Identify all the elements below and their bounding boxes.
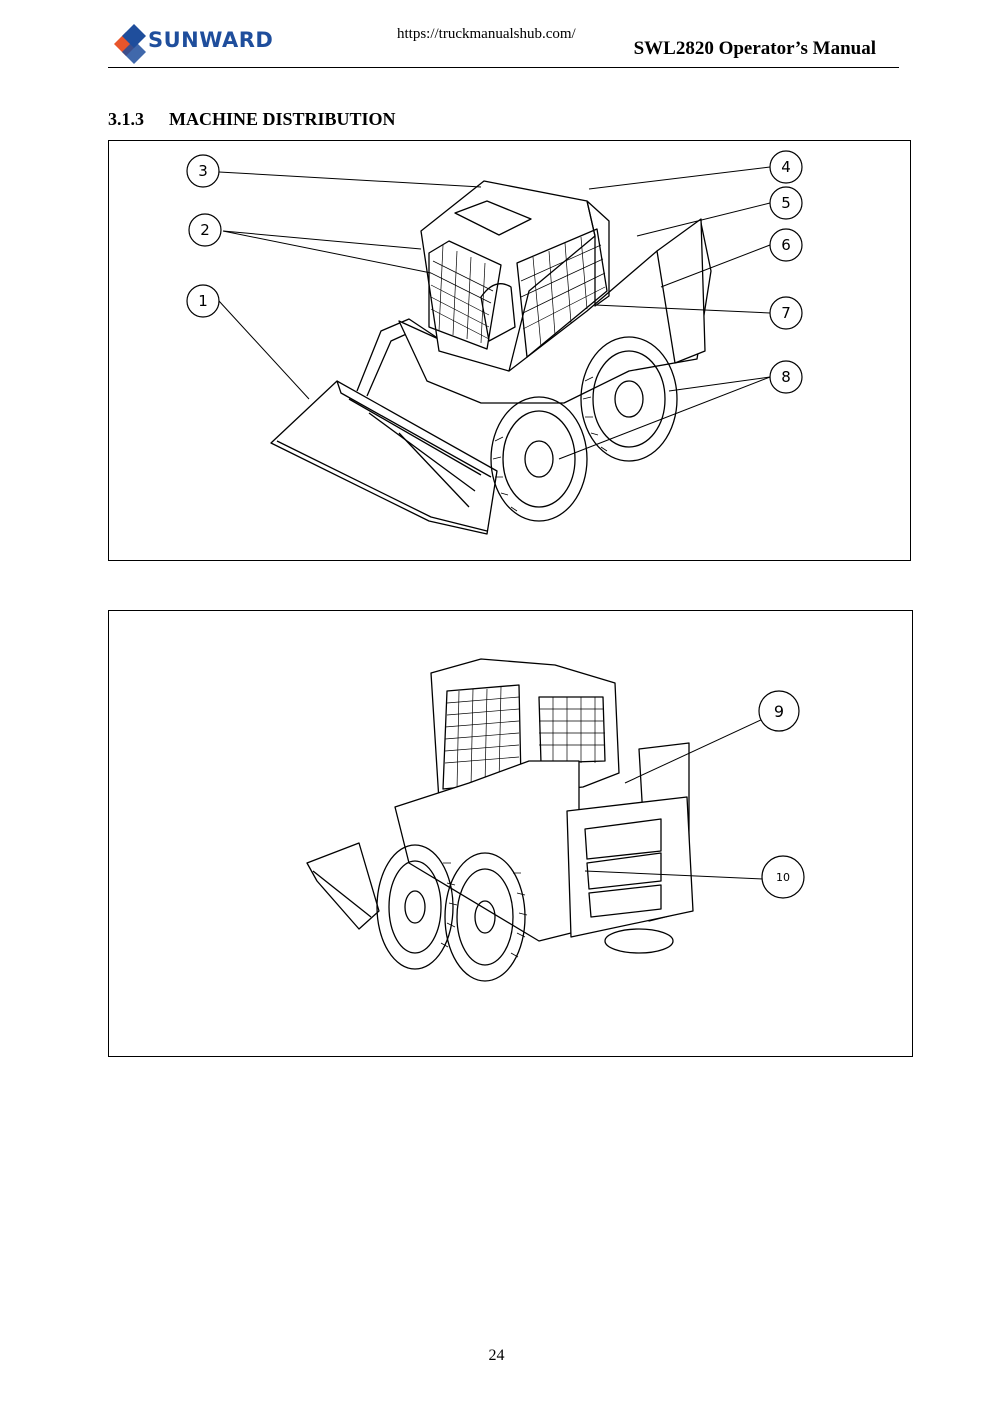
- figure-front-view: 1 2 3 4 5 6 7 8: [108, 140, 911, 561]
- figure-rear-view: 9 10: [108, 610, 913, 1057]
- svg-text:5: 5: [781, 194, 791, 212]
- brand-name: SUNWARD: [148, 28, 274, 52]
- skid-steer-rear-illustration: 9 10: [306, 658, 805, 982]
- callout-markers: 1 2 3 4 5 6 7 8: [186, 150, 803, 394]
- svg-text:1: 1: [198, 292, 208, 310]
- source-url[interactable]: https://truckmanualshub.com/: [397, 26, 576, 42]
- callout-7: 7: [769, 296, 803, 330]
- section-title: MACHINE DISTRIBUTION: [169, 109, 396, 129]
- svg-text:7: 7: [781, 304, 791, 322]
- callout-markers-rear: 9 10: [758, 690, 805, 899]
- callout-8: 8: [769, 360, 803, 394]
- section-number: 3.1.3: [108, 109, 144, 129]
- callout-5: 5: [769, 186, 803, 220]
- callout-9: 9: [758, 690, 800, 732]
- section-heading: 3.1.3 MACHINE DISTRIBUTION: [108, 109, 396, 130]
- page-number: 24: [488, 1347, 505, 1364]
- callout-2: 2: [188, 213, 222, 247]
- svg-text:3: 3: [198, 162, 208, 180]
- header-divider: [108, 67, 899, 68]
- svg-text:6: 6: [781, 236, 791, 254]
- svg-text:10: 10: [776, 871, 790, 884]
- callout-1: 1: [186, 284, 220, 318]
- svg-text:4: 4: [781, 158, 791, 176]
- callout-6: 6: [769, 228, 803, 262]
- manual-title: SWL2820 Operator’s Manual: [633, 38, 876, 59]
- callout-4: 4: [769, 150, 803, 184]
- sunward-logo-icon: [114, 24, 146, 64]
- svg-text:8: 8: [781, 368, 791, 386]
- svg-text:2: 2: [200, 221, 210, 239]
- skid-steer-front-illustration: 1 2 3 4 5 6 7 8: [186, 150, 803, 535]
- callout-3: 3: [186, 154, 220, 188]
- callout-10: 10: [761, 855, 805, 899]
- svg-text:9: 9: [774, 702, 784, 721]
